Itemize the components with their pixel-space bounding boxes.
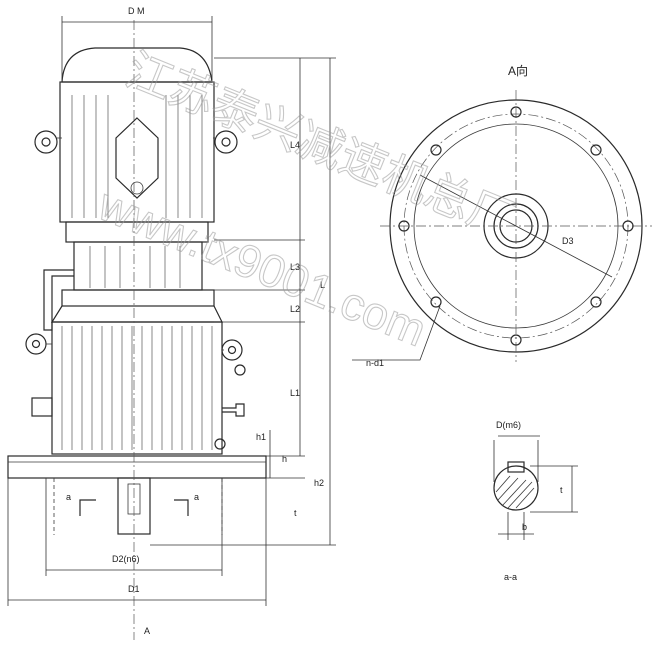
label-d2-n6: D2(n6): [112, 554, 140, 564]
section-mark-right: [174, 499, 189, 516]
label-l3: L3: [290, 262, 300, 272]
lifting-lug-right-upper: [213, 130, 238, 154]
oil-pipe: [43, 269, 74, 331]
lifting-lug-left-lower: [25, 333, 52, 355]
section-hatch: [495, 475, 535, 509]
drain-plug-right: [214, 438, 226, 450]
reducer-taper: [50, 305, 223, 323]
fan-cover: [61, 47, 213, 83]
label-d-m6: D(m6): [496, 420, 521, 430]
label-view-a: A向: [508, 63, 528, 78]
key-section: [507, 461, 525, 473]
label-t-section: t: [560, 485, 563, 495]
label-section-aa: a-a: [504, 572, 517, 582]
front-view: a a A: [7, 20, 267, 640]
label-d3: D3: [562, 236, 574, 246]
reducer-body: [51, 321, 223, 455]
reducer-fins: [61, 326, 213, 450]
label-d1: D1: [128, 584, 140, 594]
oil-level-plug-left: [31, 397, 53, 417]
lifting-lug-right-lower: [221, 339, 243, 361]
label-A-arrow: A: [144, 626, 150, 636]
oil-plug-right-1: [234, 364, 246, 376]
label-l2: L2: [290, 304, 300, 314]
adapter-ribs: [89, 246, 181, 288]
motor-fins-upper: [71, 95, 203, 218]
reducer-flange: [61, 289, 215, 307]
label-h: h: [282, 454, 287, 464]
label-l4: L4: [290, 140, 300, 150]
base-plate: [7, 455, 267, 479]
lifting-lug-left-upper: [34, 130, 62, 154]
section-mark-left: [79, 499, 96, 516]
terminal-gland: [130, 181, 144, 195]
view-a: A向 D3 n-d1: [352, 63, 652, 368]
front-dimensions: D M L4 L3 L2 L1 L h1 h h2 t D2(n6) D1: [7, 6, 336, 606]
shaft-section: [493, 465, 539, 511]
oil-vent-right: [222, 403, 245, 417]
label-l1: L1: [290, 388, 300, 398]
label-a-right: a: [194, 492, 199, 502]
label-h2: h2: [314, 478, 324, 488]
terminal-box: [115, 117, 159, 199]
label-dm: D M: [128, 6, 145, 16]
label-l: L: [320, 280, 325, 290]
label-n-d1: n-d1: [366, 358, 384, 368]
section-aa: D(m6) t b a-a: [493, 420, 578, 582]
label-t-left: t: [294, 508, 297, 518]
label-b: b: [522, 522, 527, 532]
label-h1: h1: [256, 432, 266, 442]
label-a-left: a: [66, 492, 71, 502]
bolt-holes: [398, 106, 634, 346]
